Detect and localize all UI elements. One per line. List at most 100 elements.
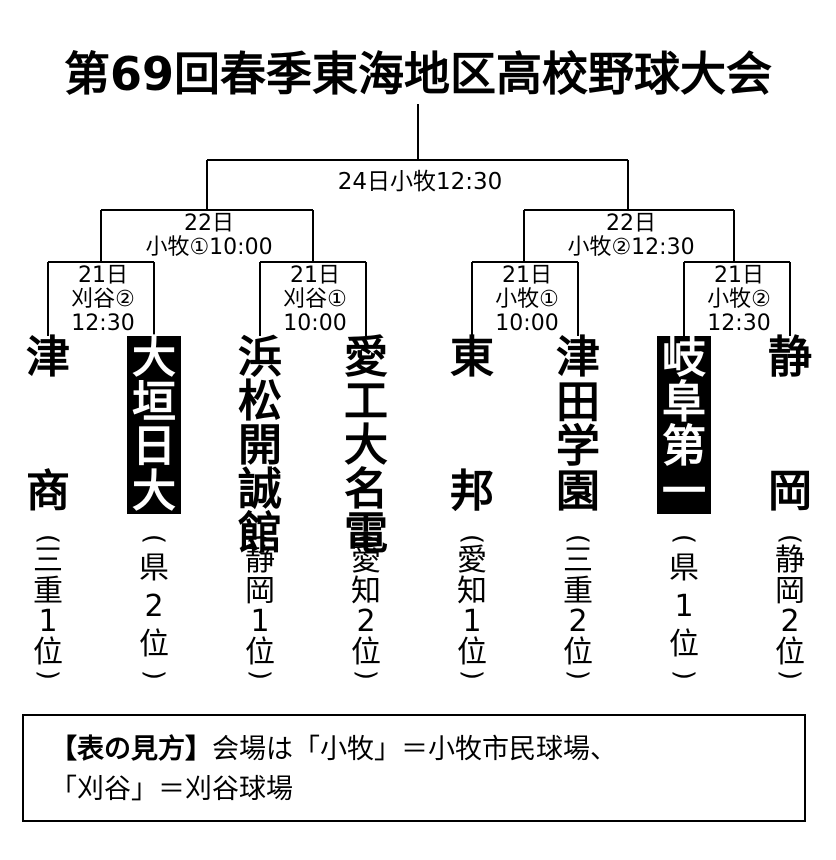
team-1-char: 津: [26, 332, 70, 383]
team-3-char: 浜: [238, 332, 282, 383]
close-paren: ): [563, 669, 593, 681]
close-paren: ): [775, 669, 805, 681]
legend-heading: 【表の見方】: [50, 734, 212, 765]
team-7-char: 一: [662, 465, 706, 517]
prefecture-rank-char: 2: [568, 604, 588, 640]
prefecture-rank-char: 三: [563, 543, 593, 579]
prefecture-rank-char: 2: [780, 604, 800, 640]
quarterfinal-1-label: 21日 刈谷② 12:30: [56, 264, 150, 336]
open-paren: (: [669, 533, 699, 545]
quarterfinal-2-venue: 刈谷①: [283, 287, 347, 312]
team-8-char: 岡: [768, 466, 812, 517]
team-5-char: 東: [450, 332, 494, 383]
quarterfinal-4-venue: 小牧②: [707, 287, 771, 312]
quarterfinal-3-venue: 小牧①: [495, 287, 559, 312]
semifinal-1-date: 22日: [184, 211, 234, 236]
team-8: 静岡: [763, 336, 817, 514]
prefecture-rank-char: 位: [457, 634, 487, 670]
quarterfinal-4-label: 21日 小牧② 12:30: [692, 264, 786, 336]
prefecture-rank-char: 重: [33, 573, 63, 609]
prefecture-rank-char: 位: [33, 634, 63, 670]
team-7: 岐阜第一: [657, 336, 711, 514]
team-4-char: 大: [344, 420, 388, 471]
prefecture-rank-char: 1: [250, 604, 270, 640]
team-2-char: 大: [132, 465, 176, 517]
quarterfinal-4-time: 12:30: [707, 311, 771, 336]
open-paren: (: [563, 533, 593, 545]
prefecture-rank-char: 位: [563, 634, 593, 670]
prefecture-rank-char: 知: [351, 573, 381, 609]
team-6-char: 園: [556, 465, 600, 517]
team-6: 津田学園: [551, 336, 605, 514]
prefecture-rank-char: 2: [356, 604, 376, 640]
semifinal-1-label: 22日 小牧①10:00: [126, 212, 292, 260]
prefecture-rank-char: 1: [462, 604, 482, 640]
prefecture-rank-char: 愛: [457, 543, 487, 579]
team-7-char: 第: [662, 421, 706, 473]
team-4-char: 愛: [344, 332, 388, 383]
prefecture-rank-char: 三: [33, 543, 63, 579]
team-6-char: 田: [556, 376, 600, 428]
team-5-char: 邦: [450, 466, 494, 517]
team-7-char: 岐: [662, 332, 706, 384]
semifinal-2-venue-time: 小牧②12:30: [567, 235, 695, 260]
close-paren: ): [139, 669, 169, 681]
quarterfinal-1-date: 21日: [78, 263, 128, 288]
close-paren: ): [457, 669, 487, 681]
team-4: 愛工大名電: [339, 332, 393, 556]
prefecture-rank-char: 県: [139, 551, 169, 586]
page-title: 第69回春季東海地区高校野球大会: [63, 47, 772, 101]
prefecture-rank-char: 位: [245, 634, 275, 670]
team-3-char: 開: [238, 420, 282, 471]
quarterfinal-1-time: 12:30: [71, 311, 135, 336]
legend-line-1: 会場は「小牧」＝小牧市民球場、: [212, 734, 617, 765]
prefecture-rank-char: 1: [38, 604, 58, 640]
close-paren: ): [245, 669, 275, 681]
quarterfinal-2-time: 10:00: [283, 311, 347, 336]
team-1: 津商: [21, 336, 75, 514]
team-7-char: 阜: [662, 376, 706, 428]
team-2: 大垣日大: [127, 336, 181, 514]
quarterfinal-1-venue: 刈谷②: [71, 287, 135, 312]
open-paren: (: [139, 533, 169, 545]
open-paren: (: [33, 533, 63, 545]
prefecture-rank-char: 2: [144, 589, 164, 624]
prefecture-rank-char: 重: [563, 573, 593, 609]
quarterfinal-4-date: 21日: [714, 263, 764, 288]
team-4-char: 電: [344, 508, 388, 559]
prefecture-rank-char: 岡: [775, 573, 805, 609]
close-paren: ): [33, 669, 63, 681]
quarterfinal-2-date: 21日: [290, 263, 340, 288]
prefecture-rank-char: 位: [139, 627, 169, 662]
prefecture-rank-char: 静: [775, 543, 805, 579]
team-2-char: 日: [132, 421, 176, 473]
prefecture-rank-char: 1: [674, 589, 694, 624]
quarterfinal-3-label: 21日 小牧① 10:00: [480, 264, 574, 336]
prefecture-rank-char: 岡: [245, 573, 275, 609]
prefecture-rank-char: 知: [457, 573, 487, 609]
team-5: 東邦: [445, 336, 499, 514]
prefecture-rank-char: 位: [775, 634, 805, 670]
team-3-char: 誠: [238, 464, 282, 515]
semifinal-2-date: 22日: [606, 211, 656, 236]
prefecture-rank-char: 県: [669, 551, 699, 586]
legend-line-2: 「刈谷」＝刈谷球場: [50, 774, 293, 805]
prefecture-rank-char: 愛: [351, 543, 381, 579]
prefecture-rank-char: 位: [669, 627, 699, 662]
close-paren: ): [351, 669, 381, 681]
quarterfinal-2-label: 21日 刈谷① 10:00: [268, 264, 362, 336]
open-paren: (: [457, 533, 487, 545]
open-paren: (: [245, 533, 275, 545]
team-3: 浜松開誠館: [233, 332, 287, 556]
team-3-char: 館: [238, 508, 282, 559]
team-8-char: 静: [768, 332, 812, 383]
team-6-char: 学: [556, 421, 600, 473]
